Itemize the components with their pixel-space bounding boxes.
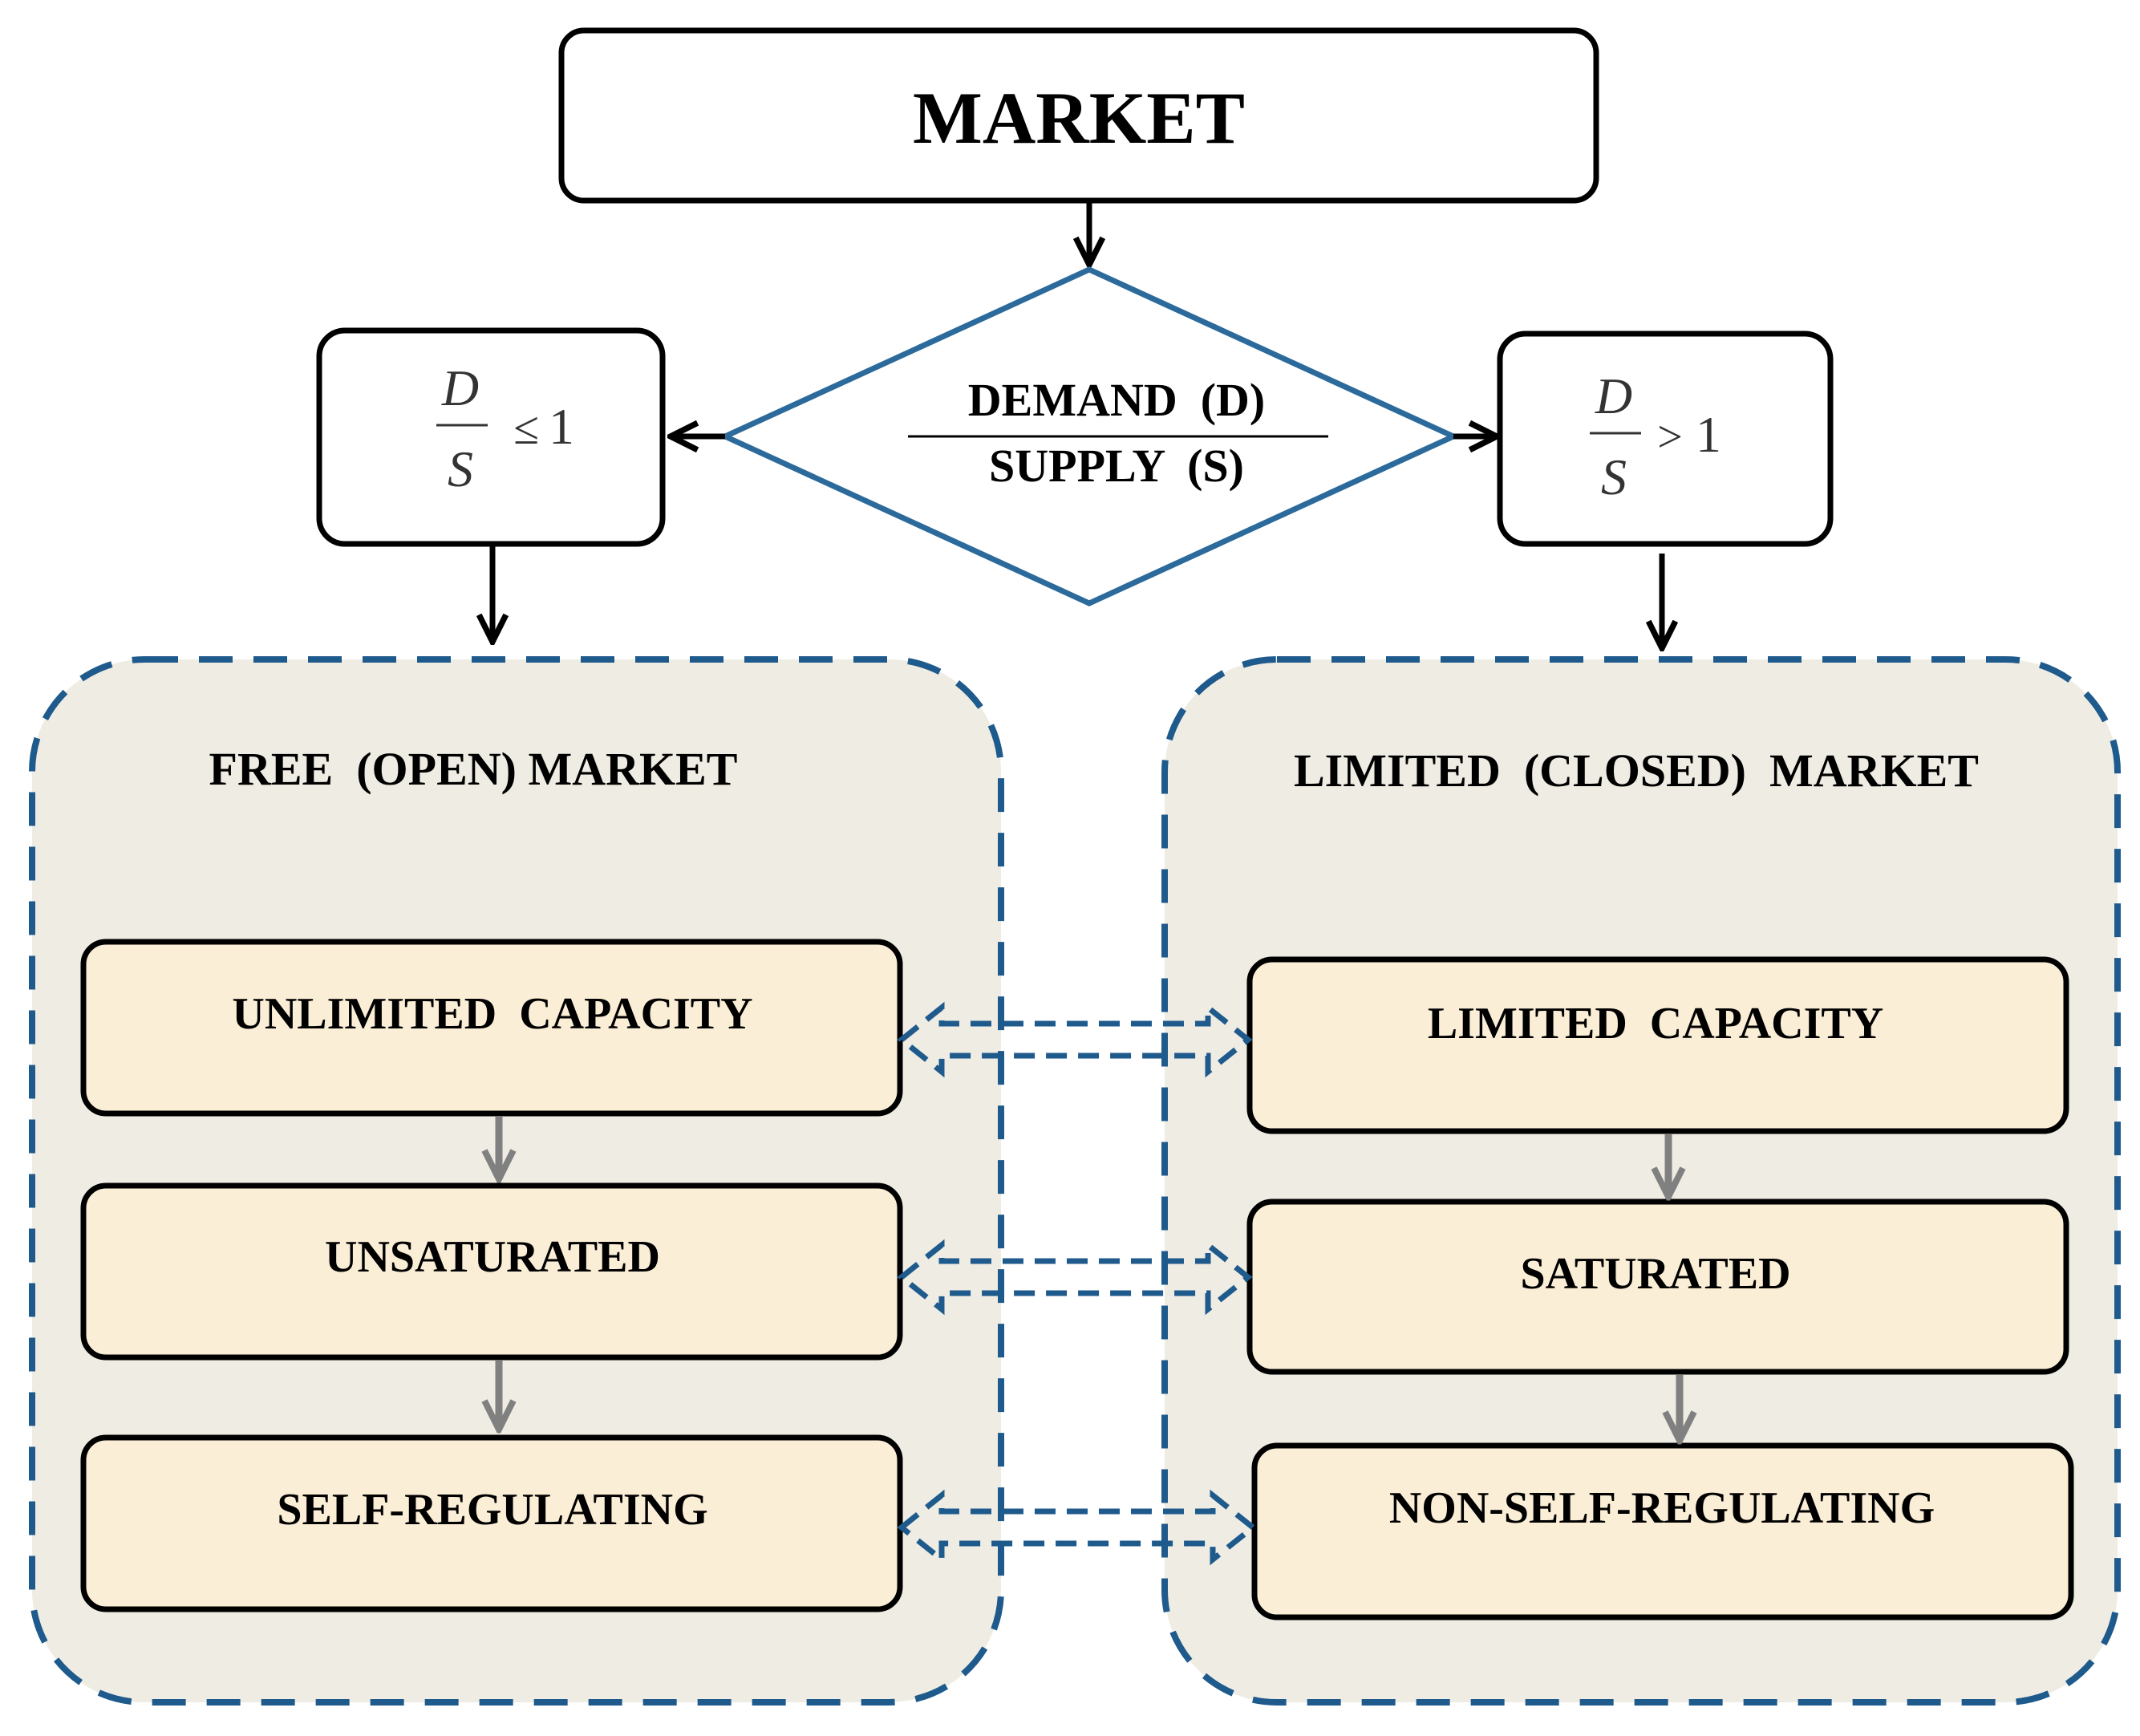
saturated-label: SATURATED xyxy=(1520,1249,1790,1299)
market-node xyxy=(558,27,1599,204)
double-arrow-capacity xyxy=(897,1001,1253,1078)
limited-capacity-box xyxy=(1246,956,2069,1134)
double-arrow-saturation xyxy=(897,1239,1253,1316)
condition-right-value: 1 xyxy=(1696,406,1721,463)
condition-right-relation: > xyxy=(1657,412,1683,462)
condition-left-numerator: D xyxy=(441,359,479,416)
non-self-regulating-label: NON-SELF-REGULATING xyxy=(1389,1483,1935,1533)
double-arrow-regulation xyxy=(897,1489,1258,1566)
condition-less-equal-box xyxy=(316,327,666,547)
condition-greater-box xyxy=(1497,331,1834,547)
unsaturated-box xyxy=(80,1182,903,1361)
self-regulating-label: SELF-REGULATING xyxy=(277,1485,707,1535)
unlimited-capacity-box xyxy=(80,939,903,1117)
condition-left-denominator: S xyxy=(448,440,473,497)
market-node-label: MARKET xyxy=(913,77,1245,159)
unsaturated-label: UNSATURATED xyxy=(325,1232,660,1282)
limited-market-title: LIMITED (CLOSED) MARKET xyxy=(1294,744,1979,797)
condition-left-relation: ≤ xyxy=(513,402,539,454)
condition-right-denominator: S xyxy=(1601,448,1627,505)
condition-right-numerator: D xyxy=(1595,367,1632,424)
decision-numerator: DEMAND (D) xyxy=(968,374,1266,426)
decision-denominator: SUPPLY (S) xyxy=(989,440,1244,492)
self-regulating-box xyxy=(80,1434,903,1612)
limited-capacity-label: LIMITED CAPACITY xyxy=(1428,999,1883,1048)
limited-market-group xyxy=(1161,656,2121,1706)
non-self-regulating-box xyxy=(1251,1442,2074,1620)
unlimited-capacity-label: UNLIMITED CAPACITY xyxy=(232,989,752,1039)
saturated-box xyxy=(1246,1199,2069,1375)
condition-left-value: 1 xyxy=(549,398,574,455)
free-market-title: FREE (OPEN) MARKET xyxy=(209,743,738,795)
